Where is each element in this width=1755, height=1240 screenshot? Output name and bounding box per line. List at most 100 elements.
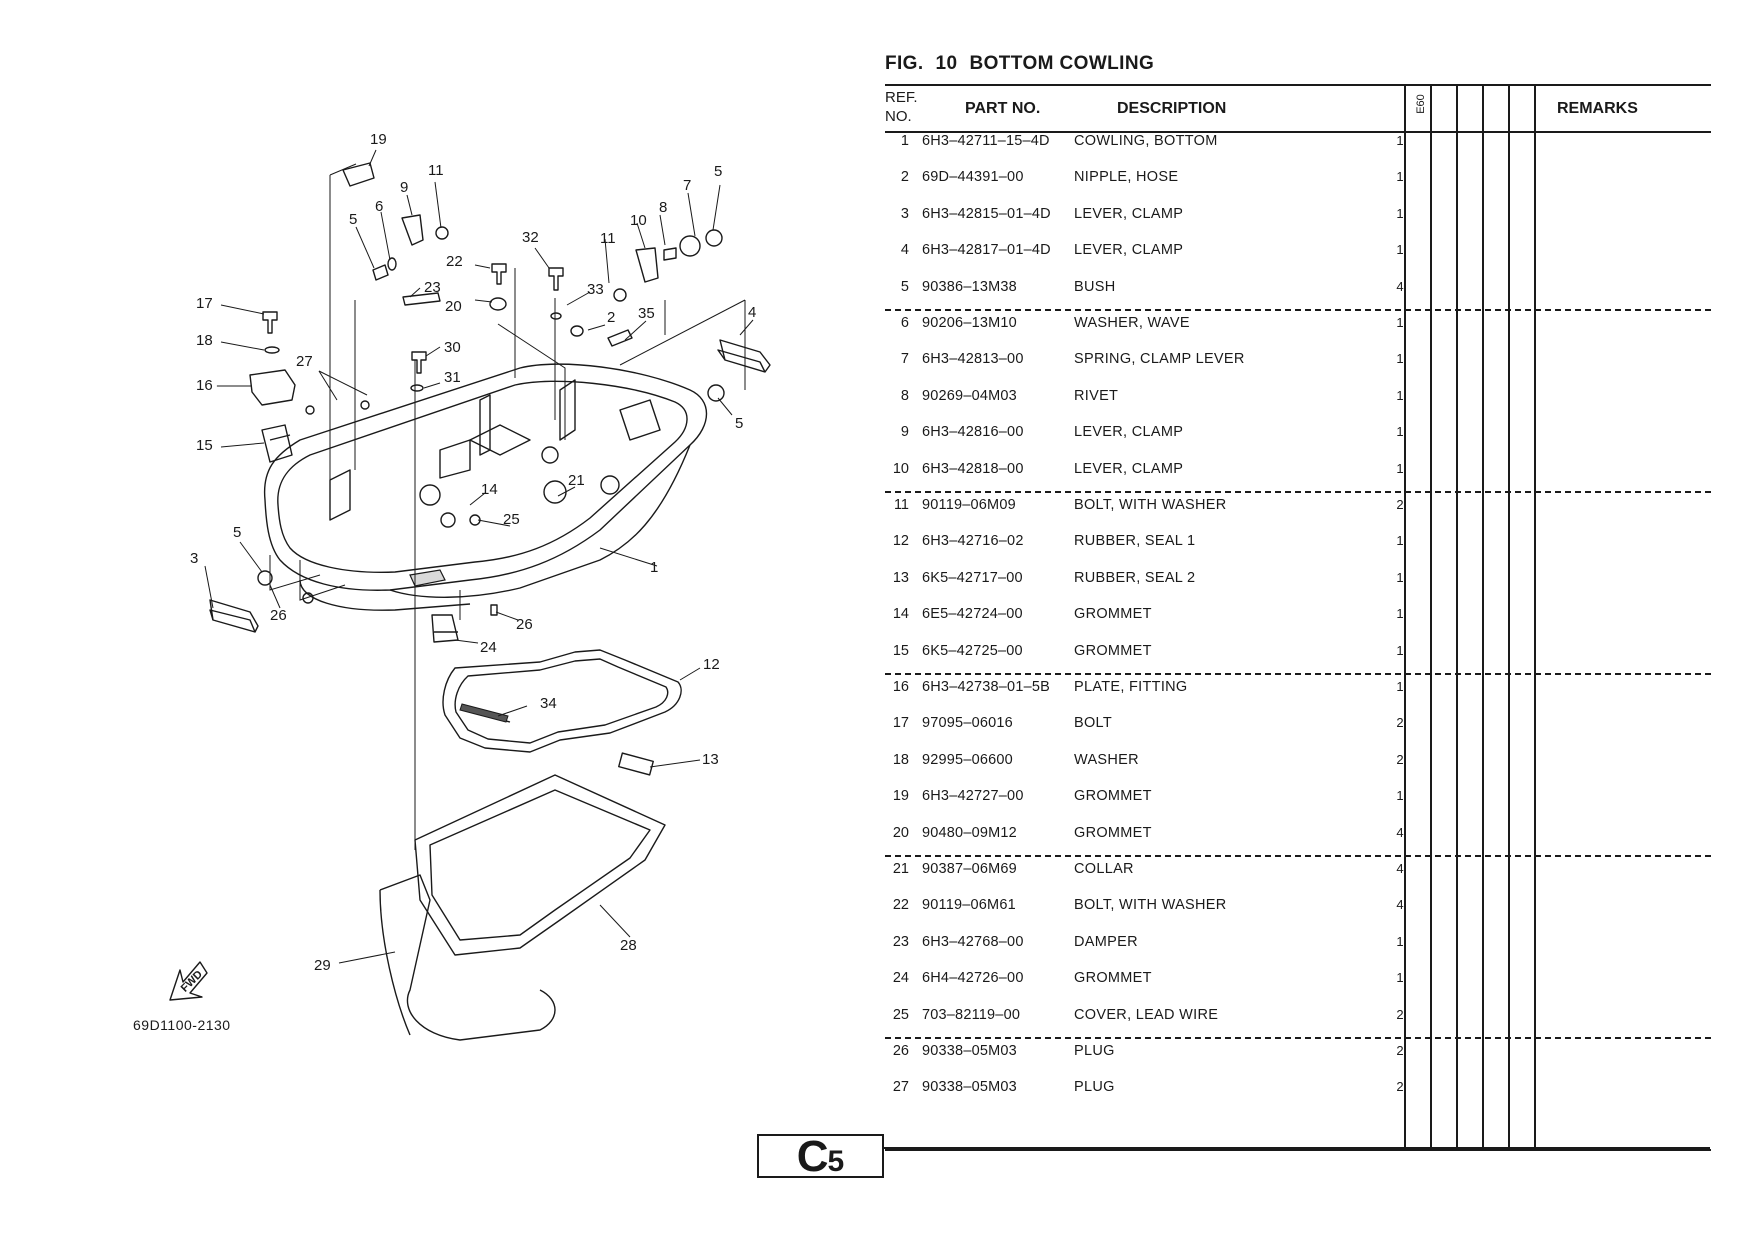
part-no-cell: 90480–09M12 (922, 824, 1017, 841)
diagram-code: 69D1100-2130 (133, 1017, 231, 1033)
svg-text:30: 30 (444, 339, 461, 356)
svg-text:35: 35 (638, 305, 655, 322)
description-cell: LEVER, CLAMP (1074, 242, 1184, 259)
description-cell: RUBBER, SEAL 2 (1074, 569, 1196, 586)
quantity-cell: 1 (1396, 788, 1404, 804)
ref-cell: 5 (900, 278, 909, 295)
ref-cell: 14 (892, 606, 909, 623)
page-bottom-rule (884, 1147, 1710, 1149)
quantity-cell: 2 (1396, 1079, 1404, 1095)
quantity-cell: 1 (1396, 970, 1404, 986)
ref-cell: 2 (900, 169, 909, 186)
table-bottom-rule (885, 1149, 1711, 1151)
svg-text:11: 11 (428, 162, 444, 179)
svg-text:12: 12 (703, 656, 720, 673)
quantity-cell: 1 (1396, 424, 1404, 440)
part-no-cell: 6H3–42818–00 (922, 460, 1024, 477)
quantity-cell: 1 (1396, 460, 1404, 476)
clamp-lever-left-part (209, 599, 259, 633)
svg-text:6: 6 (375, 198, 383, 215)
description-header: DESCRIPTION (1117, 100, 1227, 117)
column-divider (1456, 84, 1458, 1149)
part-no-cell: 90269–04M03 (922, 387, 1017, 404)
lower-cover-part (379, 774, 666, 1041)
ref-cell: 22 (892, 897, 909, 914)
section-letter: C (796, 1132, 829, 1181)
table-row: 26 90338–05M03 PLUG 2 (885, 1043, 1711, 1079)
description-cell: COLLAR (1074, 861, 1134, 877)
svg-text:2: 2 (607, 309, 615, 326)
section-number: 5 (827, 1145, 845, 1178)
quantity-cell: 1 (1396, 387, 1404, 403)
grommet-15-part (261, 424, 293, 463)
svg-text:21: 21 (568, 472, 585, 489)
table-header-rule (885, 131, 1711, 133)
ref-cell: 13 (892, 569, 909, 586)
figure-number: 10 (935, 53, 958, 74)
model-column-header: E60 (1415, 94, 1427, 114)
ref-cell: 1 (900, 133, 909, 149)
description-cell: PLUG (1074, 1043, 1115, 1059)
quantity-cell: 4 (1396, 824, 1404, 840)
quantity-cell: 4 (1396, 897, 1404, 913)
ref-cell: 11 (893, 497, 909, 513)
svg-text:3: 3 (190, 550, 198, 567)
small-hardware-parts (257, 162, 725, 616)
part-no-cell: 6E5–42724–00 (922, 606, 1023, 623)
description-cell: DAMPER (1074, 933, 1138, 950)
svg-text:28: 28 (620, 937, 637, 954)
svg-text:1: 1 (650, 559, 658, 576)
quantity-cell: 1 (1396, 569, 1404, 585)
quantity-cell: 1 (1396, 933, 1404, 949)
ref-cell: 16 (892, 679, 909, 695)
quantity-cell: 2 (1396, 1006, 1404, 1022)
part-no-cell: 6H3–42817–01–4D (922, 242, 1051, 259)
quantity-cell: 4 (1396, 861, 1404, 876)
part-no-cell: 6H3–42816–00 (922, 424, 1024, 441)
description-cell: BOLT, WITH WASHER (1074, 897, 1227, 914)
ref-cell: 26 (892, 1043, 909, 1059)
ref-header-line1: REF. (885, 89, 918, 106)
svg-text:7: 7 (683, 177, 691, 194)
table-top-rule (885, 84, 1711, 86)
part-no-cell: 90338–05M03 (922, 1043, 1017, 1059)
figure-label: FIG. (885, 53, 924, 74)
description-cell: LEVER, CLAMP (1074, 460, 1184, 477)
svg-text:24: 24 (480, 639, 497, 656)
svg-text:32: 32 (522, 229, 539, 246)
svg-text:9: 9 (400, 179, 408, 196)
description-cell: GROMMET (1074, 970, 1152, 987)
svg-text:13: 13 (702, 751, 719, 768)
seal-rubber-small-part (618, 752, 654, 776)
part-no-cell: 6K5–42717–00 (922, 569, 1023, 586)
part-no-cell: 6H3–42813–00 (922, 351, 1024, 368)
ref-cell: 7 (900, 351, 909, 368)
quantity-cell: 2 (1396, 1043, 1404, 1058)
description-cell: GROMMET (1074, 824, 1152, 841)
part-no-cell: 6H3–42716–02 (922, 533, 1024, 550)
quantity-cell: 2 (1396, 715, 1404, 731)
svg-text:26: 26 (270, 607, 287, 624)
description-cell: RIVET (1074, 387, 1119, 404)
quantity-cell: 1 (1396, 169, 1404, 185)
description-cell: WASHER, WAVE (1074, 315, 1190, 331)
description-cell: GROMMET (1074, 788, 1152, 805)
part-no-cell: 6H3–42727–00 (922, 788, 1024, 805)
description-cell: RUBBER, SEAL 1 (1074, 533, 1196, 550)
quantity-cell: 4 (1396, 278, 1404, 294)
parts-table: REF. NO. PART NO. DESCRIPTION E60 REMARK… (885, 84, 1711, 1154)
bottom-cowling-part (263, 363, 707, 611)
column-divider (1534, 84, 1536, 1149)
